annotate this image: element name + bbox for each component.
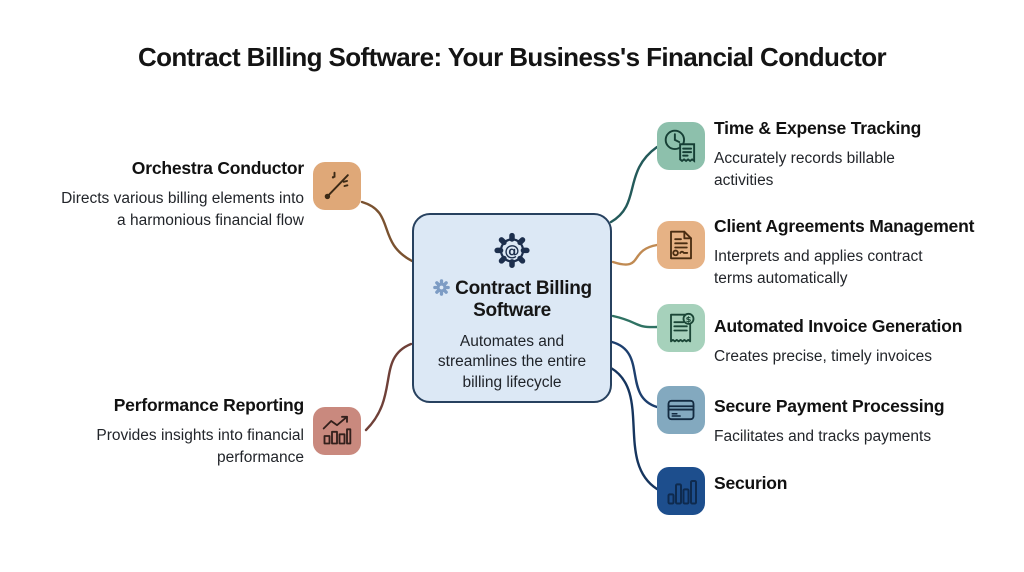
branch-secure-payment: Secure Payment Processing Facilitates an… (657, 386, 1014, 448)
connector-securion (609, 366, 659, 491)
connector-performance-reporting (364, 342, 413, 432)
center-description: Automates and streamlines the entire bil… (437, 332, 587, 391)
branch-title: Performance Reporting (113, 395, 304, 415)
branch-title: Orchestra Conductor (131, 158, 304, 178)
branch-performance-reporting: Performance Reporting Provides insights … (34, 395, 361, 468)
bar-chart-icon (657, 467, 705, 515)
branch-description: Provides insights into financial perform… (96, 427, 304, 466)
conductor-baton-icon (313, 162, 361, 210)
branch-time-expense-tracking: Time & Expense Tracking Accurately recor… (657, 118, 1014, 191)
center-node: @ Contract Billing Software Automates an… (412, 213, 612, 403)
center-title-row: Contract Billing Software (424, 278, 600, 323)
branch-description: Interprets and applies contract terms au… (714, 248, 923, 287)
connector-client-agreements (611, 243, 659, 266)
gear-at-icon: @ (494, 232, 530, 268)
connector-automated-invoice (611, 314, 659, 329)
invoice-dollar-icon: $ (657, 304, 705, 352)
branch-description: Creates precise, timely invoices (714, 348, 932, 365)
page-title: Contract Billing Software: Your Business… (137, 42, 887, 72)
branch-description: Accurately records billable activities (714, 150, 895, 189)
center-title: Contract Billing Software (455, 277, 592, 322)
branch-client-agreements: Client Agreements Management Interprets … (657, 216, 1014, 289)
bar-chart-arrow-icon (313, 407, 361, 455)
branch-securion: Securion (657, 467, 1014, 515)
connector-time-expense (609, 145, 659, 224)
branch-title: Client Agreements Management (714, 216, 975, 236)
branch-title: Securion (714, 473, 788, 493)
branch-automated-invoice: $ Automated Invoice Generation Creates p… (657, 304, 1014, 368)
branch-title: Automated Invoice Generation (714, 316, 963, 336)
clock-receipt-icon (657, 122, 705, 170)
branch-orchestra-conductor: Orchestra Conductor Directs various bill… (34, 158, 361, 231)
connector-secure-payment (610, 340, 659, 409)
branch-description: Directs various billing elements into a … (61, 190, 304, 229)
branch-title: Secure Payment Processing (714, 396, 945, 416)
contract-document-icon (657, 221, 705, 269)
branch-description: Facilitates and tracks payments (714, 428, 932, 445)
connector-orchestra-conductor (360, 200, 414, 263)
svg-text:$: $ (686, 314, 692, 324)
gear-icon (433, 279, 450, 296)
svg-text:@: @ (504, 242, 519, 260)
credit-card-icon (657, 386, 705, 434)
branch-title: Time & Expense Tracking (714, 118, 922, 138)
